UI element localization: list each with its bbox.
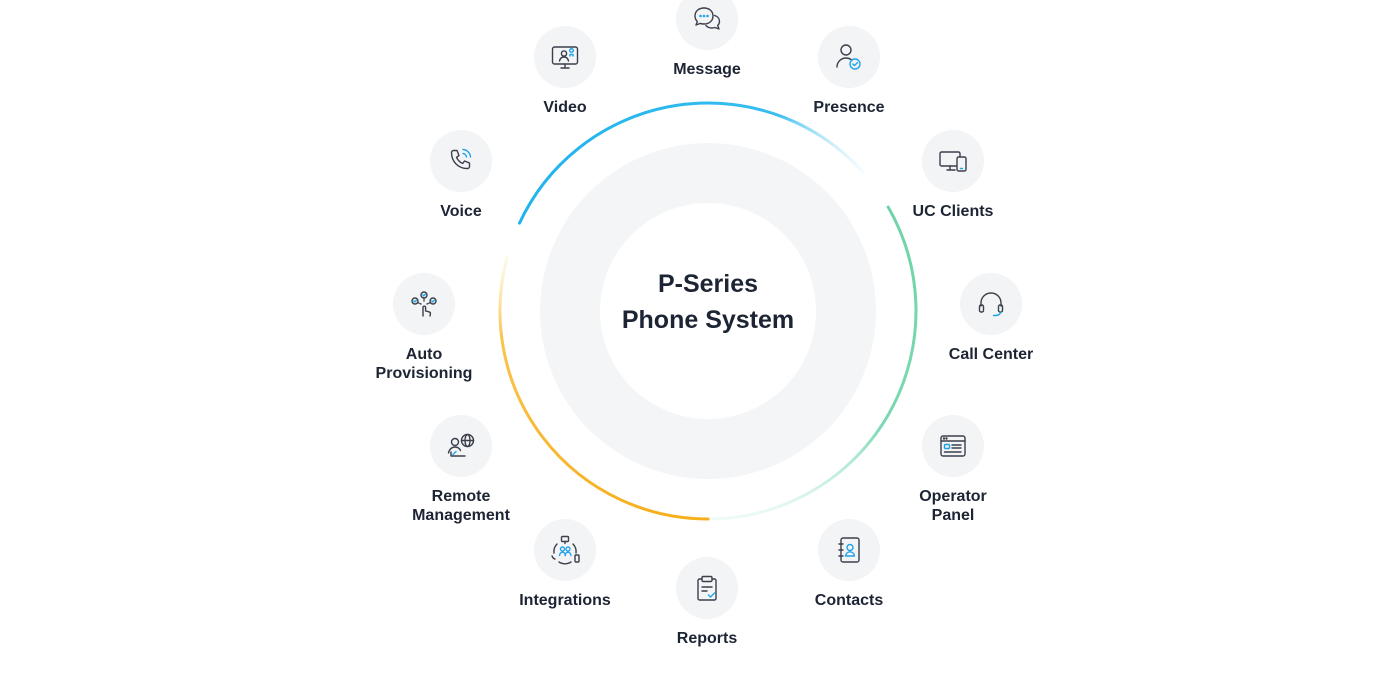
feature-node-presence[interactable]: Presence bbox=[769, 26, 929, 117]
node-icon-circle bbox=[430, 415, 492, 477]
feature-label-uc-clients: UC Clients bbox=[912, 203, 994, 220]
user-check-icon bbox=[836, 44, 861, 70]
node-icon-circle bbox=[922, 130, 984, 192]
feature-label-remote-management: Remote Management bbox=[412, 488, 510, 524]
phone-waves-icon bbox=[450, 148, 472, 170]
address-book-icon bbox=[838, 537, 860, 563]
node-icon-circle bbox=[960, 273, 1022, 335]
feature-node-voice[interactable]: Voice bbox=[381, 130, 541, 221]
feature-node-remote-management[interactable]: Remote Management bbox=[381, 415, 541, 525]
touch-nodes-icon bbox=[411, 291, 437, 317]
chat-bubbles-icon bbox=[694, 7, 721, 30]
ring-arc-blue bbox=[517, 101, 865, 225]
feature-node-uc-clients[interactable]: UC Clients bbox=[873, 130, 1033, 221]
feature-node-operator-panel[interactable]: Operator Panel bbox=[873, 415, 1033, 525]
center-title-line1: P-Series bbox=[657, 270, 759, 298]
feature-label-presence: Presence bbox=[813, 99, 885, 116]
node-icon-circle bbox=[676, 557, 738, 619]
node-icon-circle bbox=[676, 0, 738, 50]
node-icon-circle bbox=[534, 26, 596, 88]
feature-label-contacts: Contacts bbox=[814, 592, 884, 609]
center-title: P-Series Phone System bbox=[558, 266, 858, 338]
feature-label-video: Video bbox=[543, 99, 587, 116]
video-screen-icon bbox=[551, 46, 579, 69]
headset-icon bbox=[978, 292, 1004, 317]
feature-label-auto-provisioning: Auto Provisioning bbox=[375, 346, 473, 382]
center-inner-disk bbox=[600, 203, 816, 419]
node-icon-circle bbox=[818, 26, 880, 88]
clipboard-check-icon bbox=[697, 575, 717, 601]
feature-node-integrations[interactable]: Integrations bbox=[485, 519, 645, 610]
feature-node-reports[interactable]: Reports bbox=[627, 557, 787, 648]
feature-node-message[interactable]: Message bbox=[627, 0, 787, 79]
feature-label-message: Message bbox=[673, 61, 741, 78]
feature-label-voice: Voice bbox=[440, 203, 482, 220]
feature-node-call-center[interactable]: Call Center bbox=[911, 273, 1071, 364]
ring-arc-yellow bbox=[498, 255, 710, 521]
feature-node-auto-provisioning[interactable]: Auto Provisioning bbox=[344, 273, 504, 383]
node-icon-circle bbox=[430, 130, 492, 192]
feature-label-call-center: Call Center bbox=[948, 346, 1034, 363]
feature-label-integrations: Integrations bbox=[519, 592, 611, 609]
center-title-line2: Phone System bbox=[621, 306, 795, 334]
node-icon-circle bbox=[393, 273, 455, 335]
window-panel-icon bbox=[940, 435, 966, 457]
node-icon-circle bbox=[818, 519, 880, 581]
feature-label-reports: Reports bbox=[676, 630, 738, 647]
network-users-icon bbox=[551, 535, 580, 565]
node-icon-circle bbox=[922, 415, 984, 477]
ring-arc-green bbox=[706, 205, 918, 521]
feature-node-video[interactable]: Video bbox=[485, 26, 645, 117]
monitor-phone-icon bbox=[939, 151, 967, 172]
node-icon-circle bbox=[534, 519, 596, 581]
user-globe-icon bbox=[447, 433, 475, 457]
feature-label-operator-panel: Operator Panel bbox=[919, 488, 987, 524]
feature-node-contacts[interactable]: Contacts bbox=[769, 519, 929, 610]
